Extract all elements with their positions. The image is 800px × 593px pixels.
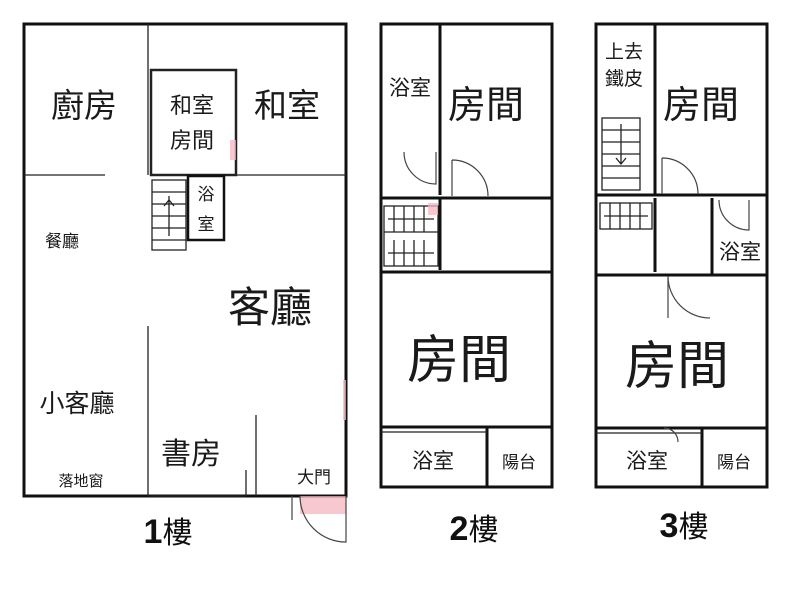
floor-suffix: 樓 xyxy=(468,513,498,548)
floor-number: 1 xyxy=(144,513,163,551)
floor-caption-2: 2樓 xyxy=(450,510,499,548)
room-label-bath-top: 浴室 xyxy=(389,76,431,100)
main-door[interactable] xyxy=(291,495,347,543)
floor-1-plan xyxy=(22,22,348,543)
room-label-bath-mid: 浴室 xyxy=(719,240,761,264)
washitsu-room-box xyxy=(149,68,238,177)
door[interactable] xyxy=(661,157,699,195)
highlight-mark xyxy=(343,380,346,420)
room-label-washitsu-room-line1: 和室 xyxy=(170,94,214,119)
stairs-floor-3-upper xyxy=(601,117,641,191)
room-label-bath-bottom: 浴室 xyxy=(412,449,454,473)
room-label-bath-bottom: 浴室 xyxy=(626,449,668,473)
room-label-room-main: 房間 xyxy=(407,331,511,391)
door[interactable] xyxy=(403,151,437,185)
floor-caption-1: 1樓 xyxy=(144,513,193,551)
room-label-room-main: 房間 xyxy=(625,337,729,397)
room-label-small-living: 小客廳 xyxy=(39,389,114,418)
floor-suffix: 樓 xyxy=(678,510,708,545)
room-label-room-top: 房間 xyxy=(448,83,524,127)
label-french-window: 落地窗 xyxy=(58,472,103,490)
door[interactable] xyxy=(718,199,750,231)
room-label-balcony: 陽台 xyxy=(717,453,751,473)
door[interactable] xyxy=(451,159,489,197)
label-main-door: 大門 xyxy=(297,468,331,488)
room-label-living: 客廳 xyxy=(228,283,312,332)
stairs-floor-2 xyxy=(383,205,439,267)
floor-suffix: 樓 xyxy=(162,516,192,551)
floor-number: 2 xyxy=(450,510,469,548)
floor-2-plan xyxy=(379,22,554,489)
room-label-washitsu: 和室 xyxy=(254,86,320,125)
door[interactable] xyxy=(663,427,679,443)
floor-number: 3 xyxy=(660,507,679,545)
room-label-bath-line2: 室 xyxy=(198,215,215,235)
stairs-floor-3-lower xyxy=(599,202,653,230)
room-label-roof-line2: 鐵皮 xyxy=(605,68,643,90)
room-label-roof-line1: 上去 xyxy=(605,41,643,63)
floor-caption-3: 3樓 xyxy=(660,507,709,545)
room-label-room-top: 房間 xyxy=(663,83,739,127)
highlight-mark xyxy=(230,140,236,160)
bath-box-floor-1 xyxy=(186,174,226,242)
stairs-floor-1 xyxy=(151,179,187,251)
floor-3-outer-wall xyxy=(594,22,769,489)
room-label-washitsu-room-line2: 房間 xyxy=(170,129,214,154)
room-label-study: 書房 xyxy=(161,437,221,472)
room-label-dining: 餐廳 xyxy=(45,232,79,252)
floor-2-outer-wall xyxy=(379,22,554,489)
highlight-mark xyxy=(428,203,438,215)
room-label-bath-line1: 浴 xyxy=(198,185,215,205)
floor-3-plan xyxy=(594,22,769,489)
door[interactable] xyxy=(667,275,711,319)
room-label-kitchen: 廚房 xyxy=(51,86,117,125)
room-label-balcony: 陽台 xyxy=(502,453,536,473)
